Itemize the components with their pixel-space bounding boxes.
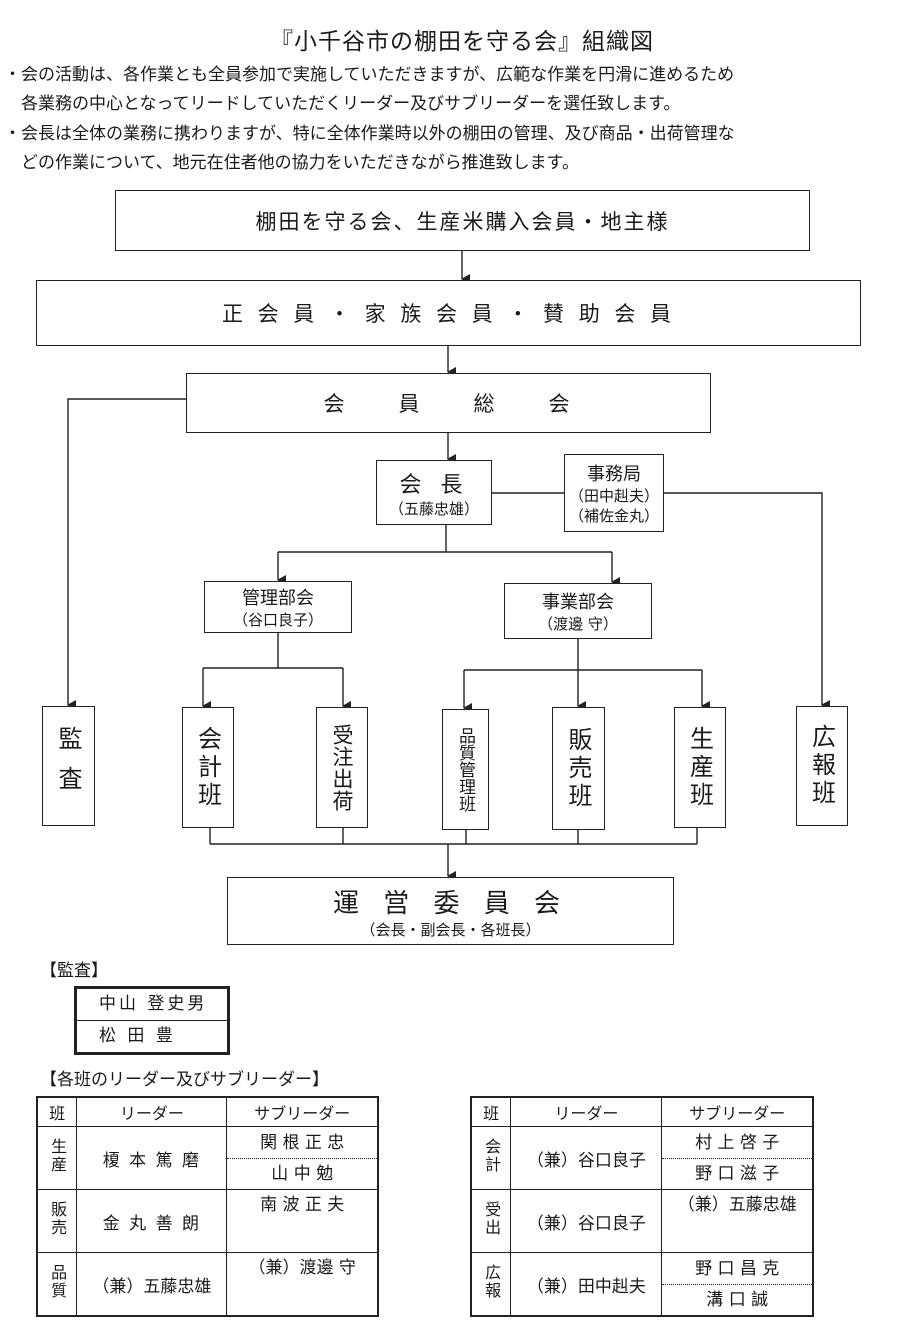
members-label: 正 会 員 ・ 家 族 会 員 ・ 賛 助 会 員 (221, 302, 676, 326)
team-cell: 生産 (48, 1137, 68, 1174)
members-box: 正 会 員 ・ 家 族 会 員 ・ 賛 助 会 員 (36, 280, 861, 346)
business-committee-name: （渡邊 守） (538, 615, 618, 633)
audit-name-box: 中山 登史男 松 田 豊 (74, 986, 230, 1055)
table-row: 広報 （兼）田中赳夫 野 口 昌 克 溝 口 誠 (470, 1252, 814, 1317)
business-committee-label: 事業部会 (542, 592, 614, 613)
supporters-label: 棚田を守る会、生産米購入会員・地主様 (255, 209, 670, 234)
leaders-table-right: 班 リーダー サブリーダー 会計 （兼）谷口良子 村 上 啓 子 野 口 滋 子… (470, 1096, 814, 1317)
unit-audit-label: 監査 (54, 726, 82, 806)
leader-cell: （兼）田中赳夫 (510, 1252, 663, 1317)
header-leader: リーダー (76, 1096, 228, 1127)
secretariat-name-1: （田中赳夫） (568, 487, 659, 505)
secretariat-label: 事務局 (587, 464, 641, 485)
general-assembly-box: 会 員 総 会 (186, 373, 711, 433)
subleader-cell: 野 口 昌 克 (662, 1254, 812, 1285)
header-subleader: サブリーダー (226, 1096, 379, 1127)
unit-sales: 販売班 (552, 707, 605, 830)
subleader-cell: 野 口 滋 子 (695, 1163, 780, 1184)
note-line-2: 各業務の中心となってリードしていただくリーダー及びサブリーダーを選任致します。 (4, 94, 681, 114)
management-committee-box: 管理部会 （谷口良子） (204, 581, 352, 633)
table-row: 会計 （兼）谷口良子 村 上 啓 子 野 口 滋 子 (470, 1126, 814, 1190)
unit-orders-shipping: 受注出荷 (316, 707, 368, 828)
unit-sales-label: 販売班 (564, 726, 592, 811)
unit-pr: 広報班 (796, 706, 848, 826)
supporters-box: 棚田を守る会、生産米購入会員・地主様 (115, 190, 810, 251)
general-assembly-label: 会 員 総 会 (323, 392, 574, 416)
page-title: 『小千谷市の棚田を守る会』組織図 (270, 29, 654, 55)
audit-heading: 【監査】 (40, 961, 108, 981)
secretariat-name-2: （補佐金丸） (568, 507, 659, 525)
header-leader: リーダー (510, 1096, 663, 1127)
team-cell: 受出 (482, 1200, 502, 1237)
subleader-cell: 南 波 正 夫 (260, 1195, 345, 1215)
subleader-cell: （兼）五藤忠雄 (677, 1195, 797, 1215)
table-header-row: 班 リーダー サブリーダー (470, 1096, 814, 1127)
president-box: 会 長 （五藤忠雄） (376, 460, 492, 525)
subleader-cell: 溝 口 誠 (706, 1289, 769, 1310)
table-header-row: 班 リーダー サブリーダー (36, 1096, 379, 1127)
business-committee-box: 事業部会 （渡邊 守） (504, 583, 652, 639)
steering-committee-box: 運 営 委 員 会 （会長・副会長・各班長） (227, 877, 674, 945)
steering-committee-sub: （会長・副会長・各班長） (360, 920, 541, 939)
note-line-4: どの作業について、地元在住者他の協力をいただきながら推進致します。 (4, 153, 579, 173)
management-committee-label: 管理部会 (242, 588, 314, 609)
leaders-heading: 【各班のリーダー及びサブリーダー】 (40, 1070, 329, 1090)
subleader-cell: （兼）渡邊 守 (248, 1258, 356, 1278)
management-committee-name: （谷口良子） (232, 611, 323, 629)
note-line-3: ・会長は全体の業務に携わりますが、特に全体作業時以外の棚田の管理、及び商品・出荷… (4, 124, 735, 144)
secretariat-box: 事務局 （田中赳夫） （補佐金丸） (564, 454, 664, 532)
subleader-cell: 山 中 勉 (271, 1163, 334, 1184)
unit-quality: 品質管理班 (442, 709, 489, 830)
unit-orders-label: 受注出荷 (330, 723, 354, 812)
leader-cell: （兼）谷口良子 (510, 1189, 663, 1253)
subleader-cell: 村 上 啓 子 (662, 1128, 812, 1159)
leader-cell: 金 丸 善 朗 (76, 1189, 228, 1253)
unit-audit: 監査 (42, 706, 95, 826)
unit-quality-label: 品質管理班 (455, 727, 475, 812)
unit-accounting: 会計班 (182, 707, 234, 828)
header-team: 班 (36, 1096, 78, 1127)
table-row: 受出 （兼）谷口良子 （兼）五藤忠雄 (470, 1189, 814, 1253)
unit-production: 生産班 (674, 707, 726, 828)
team-cell: 販売 (48, 1200, 68, 1237)
leader-cell: （兼）五藤忠雄 (76, 1252, 228, 1317)
table-row: 販売 金 丸 善 朗 南 波 正 夫 (36, 1189, 379, 1253)
subleader-cell: 関 根 正 忠 (227, 1128, 377, 1159)
unit-pr-label: 広報班 (807, 724, 836, 808)
leaders-table-left: 班 リーダー サブリーダー 生産 榎 本 篤 磨 関 根 正 忠 山 中 勉 販… (36, 1096, 379, 1317)
team-cell: 品質 (48, 1263, 68, 1300)
president-label: 会 長 (399, 472, 469, 498)
team-cell: 会計 (482, 1137, 502, 1174)
president-name: （五藤忠雄） (388, 499, 479, 518)
table-row: 品質 （兼）五藤忠雄 （兼）渡邊 守 (36, 1252, 379, 1317)
unit-accounting-label: 会計班 (193, 725, 222, 810)
audit-name-2: 松 田 豊 (77, 1020, 227, 1052)
steering-committee-label: 運 営 委 員 会 (332, 888, 569, 919)
table-row: 生産 榎 本 篤 磨 関 根 正 忠 山 中 勉 (36, 1126, 379, 1190)
header-subleader: サブリーダー (661, 1096, 814, 1127)
header-team: 班 (470, 1096, 512, 1127)
leader-cell: 榎 本 篤 磨 (76, 1126, 228, 1190)
unit-production-label: 生産班 (685, 725, 714, 810)
leader-cell: （兼）谷口良子 (510, 1126, 663, 1190)
note-line-1: ・会の活動は、各作業とも全員参加で実施していただきますが、広範な作業を円滑に進め… (4, 65, 735, 85)
audit-name-1: 中山 登史男 (99, 994, 208, 1014)
team-cell: 広報 (482, 1263, 502, 1300)
